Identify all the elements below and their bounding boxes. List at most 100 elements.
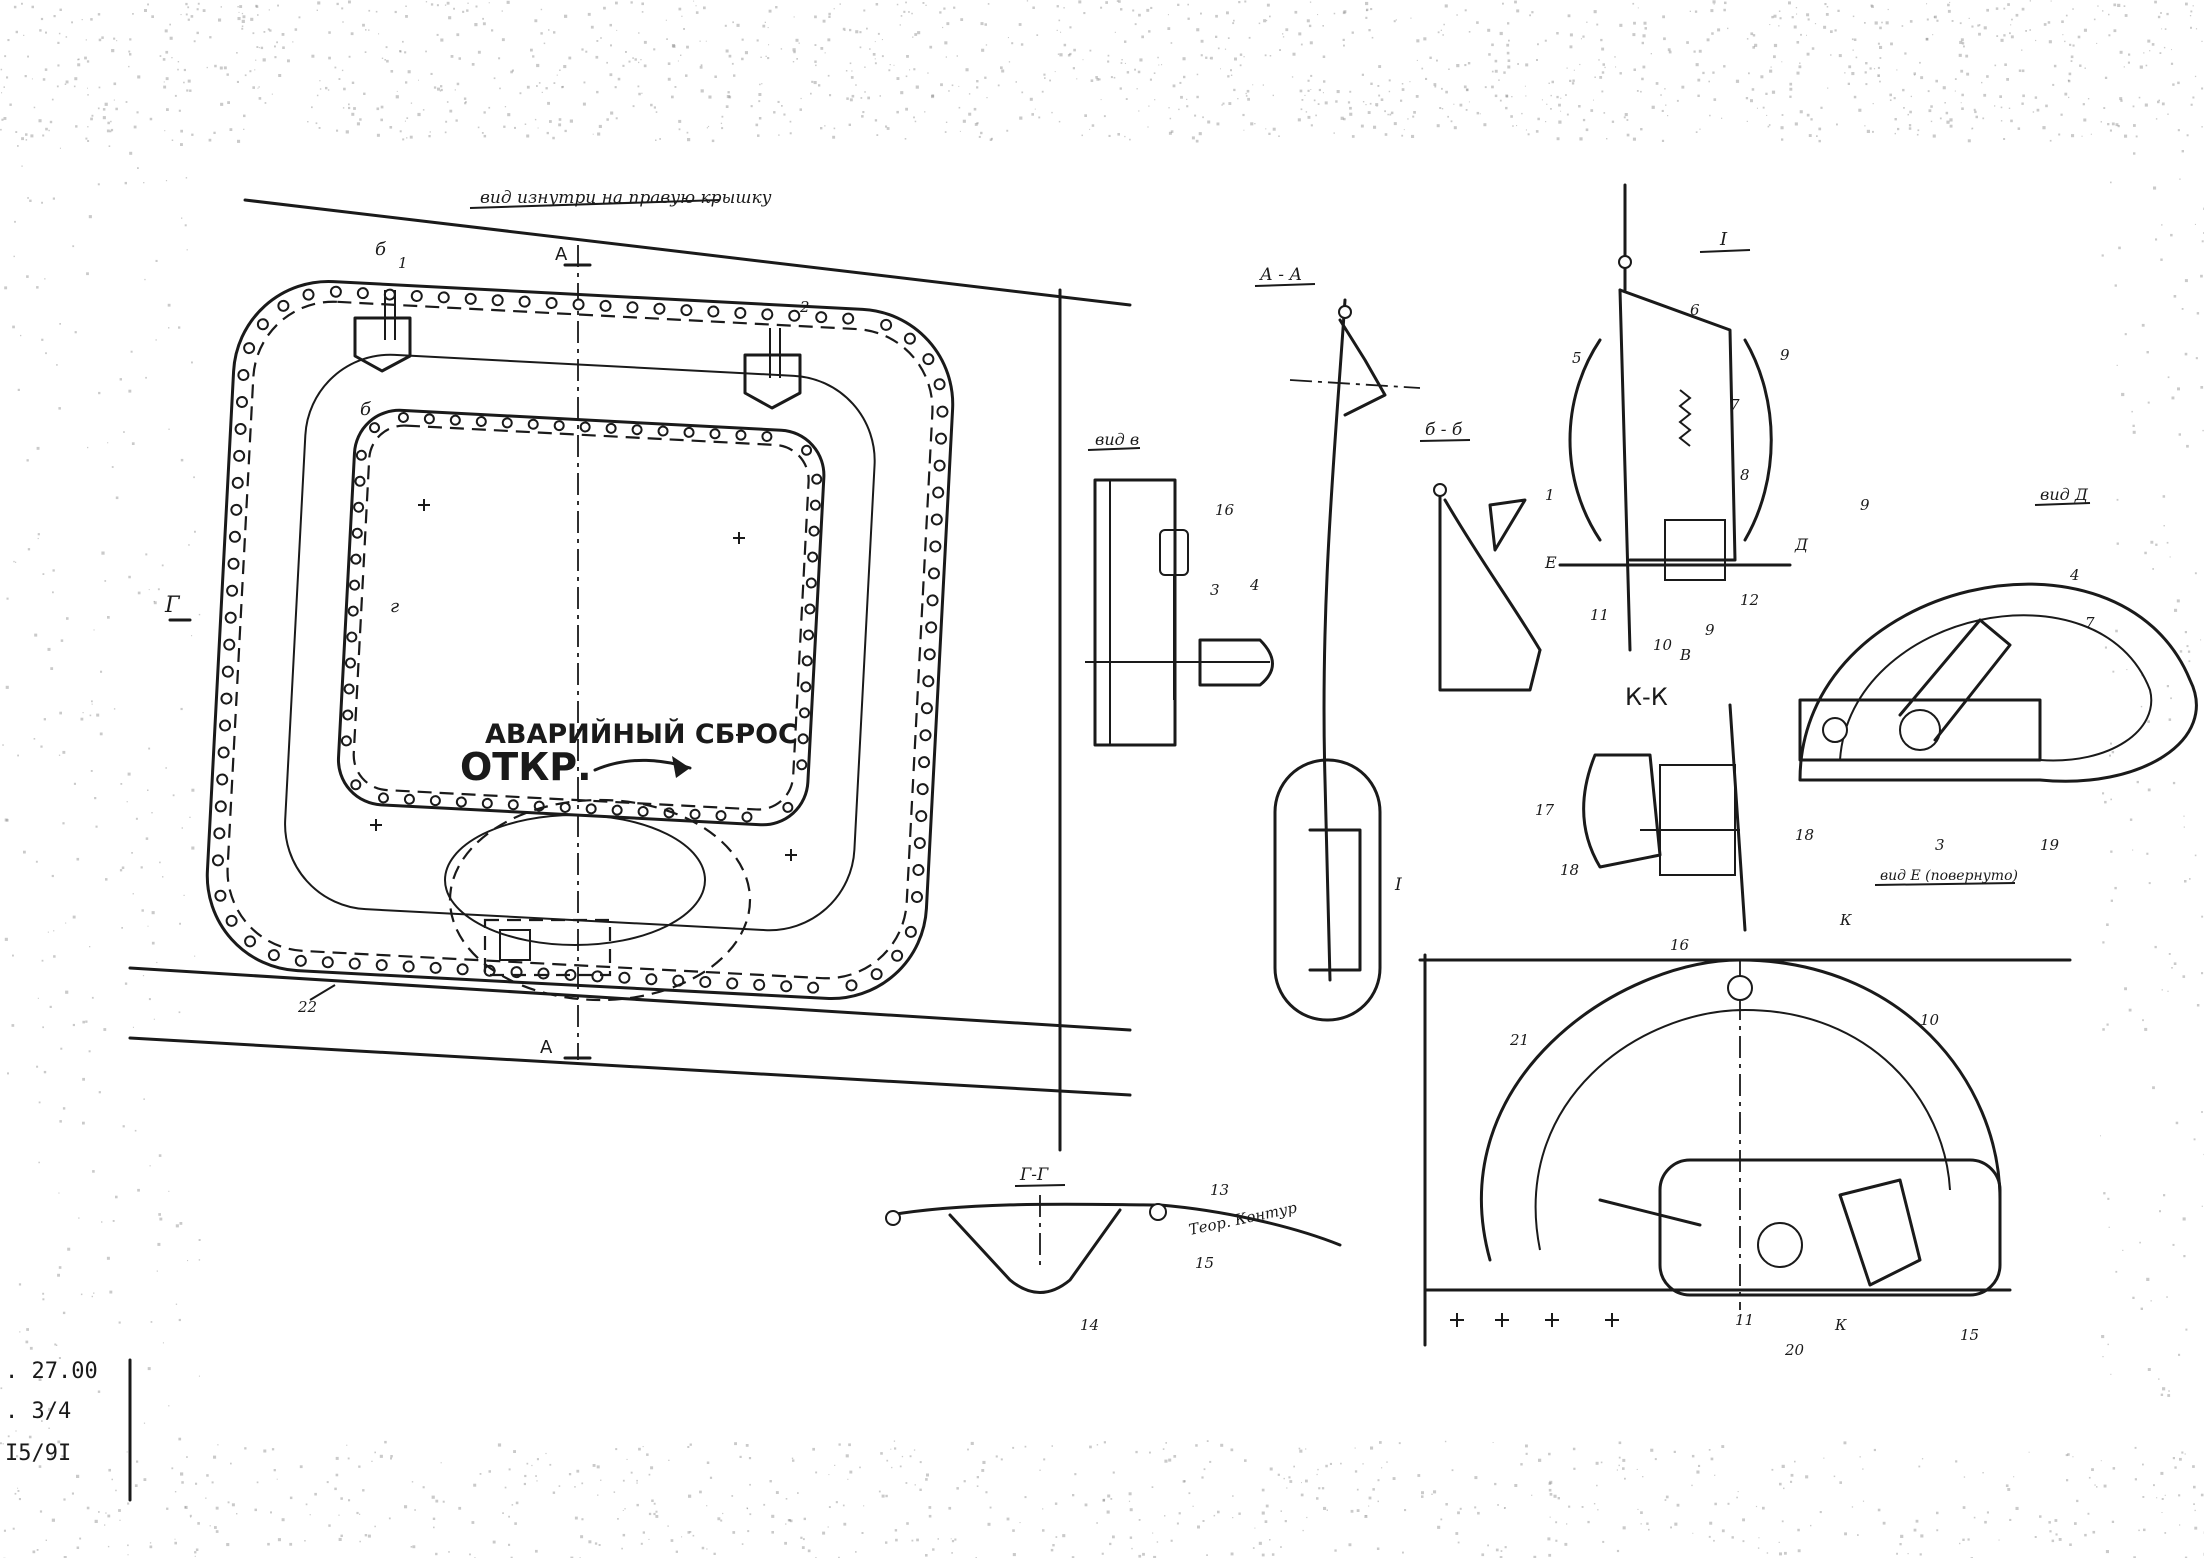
noise-speck (2194, 572, 2197, 575)
view-d-hub (1899, 709, 1941, 751)
noise-speck (1309, 1, 1312, 3)
noise-speck (37, 997, 39, 999)
noise-speck (2087, 1512, 2090, 1515)
noise-speck (624, 1508, 626, 1510)
noise-speck (164, 29, 168, 33)
noise-speck (2142, 1496, 2145, 1498)
noise-speck (1377, 1500, 1379, 1503)
noise-speck (848, 1443, 851, 1447)
noise-speck (1306, 1516, 1308, 1519)
noise-speck (174, 1491, 177, 1493)
noise-speck (839, 3, 841, 5)
view-e-underline (1874, 882, 2016, 886)
noise-speck (1560, 97, 1562, 99)
noise-speck (2188, 660, 2191, 663)
noise-speck (149, 1545, 153, 1549)
noise-speck (2119, 50, 2123, 54)
noise-speck (1228, 102, 1232, 105)
noise-speck (1616, 1469, 1618, 1471)
noise-speck (1622, 1467, 1625, 1470)
noise-speck (874, 41, 876, 43)
noise-speck (2166, 1296, 2168, 1298)
noise-speck (1313, 99, 1316, 102)
noise-speck (1354, 1470, 1358, 1473)
noise-speck (110, 120, 112, 123)
noise-speck (668, 1459, 670, 1461)
noise-speck (1321, 1487, 1325, 1490)
noise-speck (119, 869, 123, 872)
noise-speck (1264, 1520, 1268, 1523)
noise-speck (896, 110, 899, 114)
noise-speck (1197, 1525, 1200, 1529)
noise-speck (908, 11, 910, 13)
noise-speck (693, 0, 695, 2)
noise-speck (27, 197, 29, 199)
noise-speck (1196, 95, 1199, 99)
noise-speck (2017, 127, 2021, 130)
noise-speck (1368, 29, 1371, 32)
noise-speck (598, 124, 602, 128)
noise-speck (976, 1485, 979, 1487)
noise-speck (191, 133, 194, 136)
noise-speck (2161, 1498, 2164, 1500)
noise-speck (1250, 122, 1254, 126)
noise-speck (38, 1378, 42, 1381)
noise-speck (356, 1511, 359, 1515)
noise-speck (111, 1478, 113, 1481)
noise-speck (792, 61, 795, 63)
noise-speck (886, 1459, 889, 1462)
noise-speck (1573, 1467, 1576, 1470)
noise-speck (511, 69, 514, 72)
noise-speck (504, 106, 507, 108)
noise-speck (1041, 90, 1044, 93)
noise-speck (255, 59, 257, 61)
noise-speck (37, 537, 39, 540)
noise-speck (356, 122, 360, 126)
noise-speck (2110, 1373, 2112, 1375)
noise-speck (39, 1510, 43, 1513)
noise-speck (2184, 279, 2188, 283)
noise-speck (1820, 106, 1823, 109)
noise-speck (1170, 42, 1173, 44)
mark-k-top: К (1839, 911, 1852, 929)
noise-speck (1362, 1463, 1364, 1465)
noise-speck (1878, 75, 1880, 77)
mark-e: Е (1544, 553, 1557, 572)
noise-speck (1284, 1520, 1287, 1523)
rivet (927, 567, 940, 580)
noise-speck (552, 136, 555, 140)
noise-speck (582, 102, 586, 106)
noise-speck (362, 23, 365, 27)
rivet (369, 422, 381, 434)
noise-speck (1110, 76, 1113, 79)
noise-speck (62, 822, 65, 825)
noise-speck (1731, 1536, 1734, 1539)
callout-9-d: 9 (1860, 496, 1870, 514)
node-i-label: I (1394, 875, 1402, 895)
noise-speck (481, 132, 484, 134)
noise-speck (789, 1519, 793, 1523)
noise-speck (132, 13, 134, 15)
noise-speck (51, 98, 54, 101)
noise-speck (159, 1217, 163, 1221)
noise-speck (849, 98, 853, 102)
noise-speck (58, 407, 61, 410)
noise-speck (878, 1490, 881, 1493)
noise-speck (108, 145, 111, 147)
noise-speck (1106, 1510, 1110, 1514)
noise-speck (678, 128, 681, 131)
noise-speck (1317, 103, 1320, 105)
section-kk-knob (1582, 753, 1662, 869)
noise-speck (162, 876, 164, 878)
noise-speck (2110, 181, 2112, 184)
noise-speck (458, 1506, 462, 1510)
noise-speck (2008, 107, 2011, 109)
noise-speck (281, 1518, 285, 1522)
noise-speck (1307, 89, 1310, 92)
noise-speck (1913, 72, 1916, 75)
noise-speck (181, 217, 183, 219)
noise-speck (2147, 401, 2150, 404)
noise-speck (885, 1494, 888, 1498)
noise-speck (1233, 88, 1236, 92)
noise-speck (610, 111, 614, 115)
